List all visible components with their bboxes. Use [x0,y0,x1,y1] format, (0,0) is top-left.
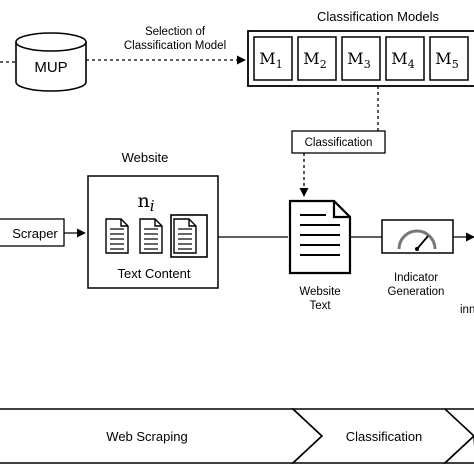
model-box-5 [429,36,469,81]
website-title: Website [122,150,169,165]
cut-off-label: inn [460,304,474,316]
models-title: Classification Models [317,9,440,24]
mup-database-icon [15,32,87,92]
mup-label: MUP [34,59,67,76]
classification-box [291,130,386,154]
document-icon-2 [139,218,163,254]
indicator-label-line2: Generation [388,286,445,298]
models-group: M1 M2 M3 M4 M5 [253,36,469,81]
pipeline-stage1-label: Web Scraping [106,429,187,444]
website-text-document-icon [288,199,352,275]
pipeline-stage2-label: Classification [346,429,423,444]
text-content-label: Text Content [118,266,191,281]
selection-label-line2: Classification Model [124,40,226,52]
website-text-label-line2: Text [309,300,331,312]
model-label-1: M1 [259,49,282,71]
selection-label-line1: Selection of [145,26,206,38]
website-symbol: ni [137,190,154,215]
website-text-label-line1: Website [299,286,340,298]
model-label-2: M2 [303,49,326,71]
model-label-5: M5 [435,49,458,71]
pipeline-stage-next [442,408,474,464]
model-box-1 [253,36,293,81]
model-box-2 [297,36,337,81]
model-label-4: M4 [391,49,414,71]
model-label-3: M3 [347,49,370,71]
scraper-label: Scraper [12,226,58,241]
document-icon-1 [105,218,129,254]
model-box-3 [341,36,381,81]
gauge-icon [397,229,437,251]
document-icon-3-highlighted [170,214,208,258]
classification-box-label: Classification [305,137,373,149]
model-box-4 [385,36,425,81]
indicator-label-line1: Indicator [394,272,438,284]
